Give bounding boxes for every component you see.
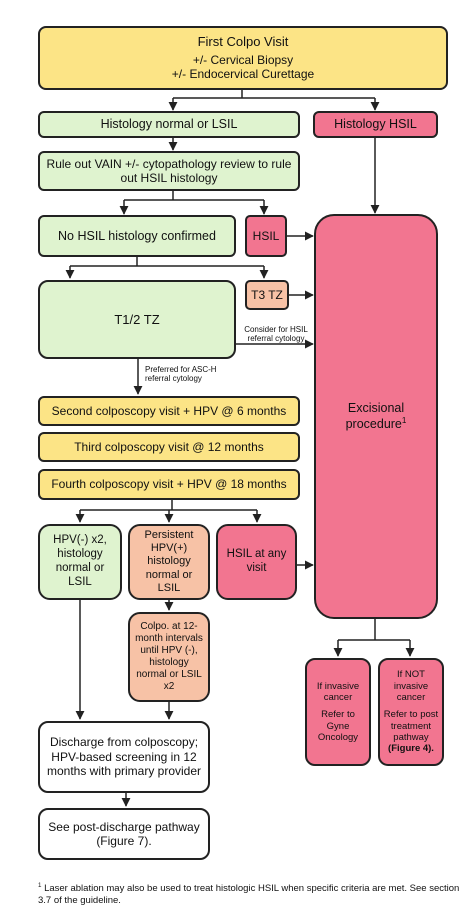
post-discharge-label: See post-discharge pathway (Figure 7). [48,819,200,848]
third-colpo-box: Third colposcopy visit @ 12 months [38,432,300,462]
colpo-intervals-label: Colpo. at 12-month intervals until HPV (… [135,621,203,692]
histology-hsil-box: Histology HSIL [313,111,438,138]
hsil-label: HSIL [252,228,280,243]
not-invasive-label: If NOT invasive cancer [393,669,429,703]
endocervical-curettage-label: +/- Endocervical Curettage [171,67,315,82]
fourth-colpo-label: Fourth colposcopy visit + HPV @ 18 month… [51,477,287,492]
footnote-marker: 1 [38,882,42,889]
no-hsil-confirmed-box: No HSIL histology confirmed [38,215,236,257]
colpo-intervals-box: Colpo. at 12-month intervals until HPV (… [128,612,210,702]
third-colpo-label: Third colposcopy visit @ 12 months [74,439,264,454]
histology-normal-lsil-label: Histology normal or LSIL [100,117,238,131]
t3-tz-box: T3 TZ [245,280,289,310]
excisional-procedure-label: Excisional procedure [345,400,405,432]
hsil-any-visit-box: HSIL at any visit [216,524,297,600]
hpv-neg-x2-box: HPV(-) x2, histology normal or LSIL [38,524,122,600]
first-colpo-visit-title: First Colpo Visit [197,34,289,50]
histology-hsil-label: Histology HSIL [334,117,417,131]
rule-out-vain-label: Rule out VAIN +/- cytopathology review t… [46,156,292,185]
hsil-box: HSIL [245,215,287,257]
histology-normal-lsil-box: Histology normal or LSIL [38,111,300,138]
not-invasive-box: If NOT invasive cancer Refer to post tre… [378,658,444,766]
cervical-biopsy-label: +/- Cervical Biopsy [192,52,294,67]
persistent-hpv-box: Persistent HPV(+) histology normal or LS… [128,524,210,600]
figure-4-label: (Figure 4). [388,743,434,755]
persistent-hpv-label: Persistent HPV(+) histology normal or LS… [144,529,194,594]
footnote: 1 Laser ablation may also be used to tre… [38,882,468,906]
excisional-procedure-box: Excisional procedure1 [314,214,438,619]
excisional-procedure-text: Excisional procedure1 [331,401,421,432]
invasive-cancer-box: If invasive cancer Refer to Gyne Oncolog… [305,658,371,766]
discharge-label: Discharge from colposcopy; HPV-based scr… [46,735,202,779]
rule-out-vain-box: Rule out VAIN +/- cytopathology review t… [38,151,300,191]
discharge-box: Discharge from colposcopy; HPV-based scr… [38,721,210,793]
no-hsil-confirmed-label: No HSIL histology confirmed [58,228,216,243]
invasive-cancer-label: If invasive cancer [316,680,360,703]
t3-tz-label: T3 TZ [251,287,283,302]
fourth-colpo-box: Fourth colposcopy visit + HPV @ 18 month… [38,469,300,500]
preferred-asch-note: Preferred for ASC-H referral cytology [145,365,217,384]
t12-tz-box: T1/2 TZ [38,280,236,359]
refer-gyne-oncology-label: Refer to Gyne Oncology [317,709,359,744]
t12-tz-label: T1/2 TZ [114,311,160,327]
consider-hsil-note: Consider for HSIL referral cytology [244,325,308,344]
footnote-marker-1: 1 [401,415,407,425]
hpv-neg-x2-label: HPV(-) x2, histology normal or LSIL [53,534,107,588]
second-colpo-label: Second colposcopy visit + HPV @ 6 months [51,403,287,418]
second-colpo-box: Second colposcopy visit + HPV @ 6 months [38,396,300,426]
hsil-any-visit-label: HSIL at any visit [226,548,287,574]
footnote-text: Laser ablation may also be used to treat… [38,883,460,906]
first-colpo-visit-box: First Colpo Visit +/- Cervical Biopsy +/… [38,26,448,90]
refer-post-treatment-label: Refer to post treatment pathway [383,709,439,744]
post-discharge-box: See post-discharge pathway (Figure 7). [38,808,210,860]
